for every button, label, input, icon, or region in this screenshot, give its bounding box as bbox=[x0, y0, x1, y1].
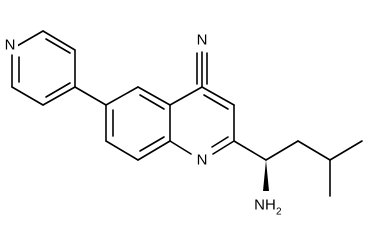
bond bbox=[169, 86, 203, 106]
bond bbox=[45, 82, 71, 98]
bond bbox=[139, 94, 165, 110]
side-chain bbox=[233, 140, 363, 197]
molecule-structure-diagram: N N N NH 2 bbox=[4, 30, 363, 218]
atom-labels: N N N NH 2 bbox=[4, 30, 282, 218]
nitrile-nitrogen-label: N bbox=[197, 32, 208, 49]
bond bbox=[137, 86, 171, 106]
bond bbox=[211, 136, 229, 148]
label-bg bbox=[195, 30, 209, 50]
bond bbox=[137, 140, 171, 161]
label-bg bbox=[4, 36, 18, 54]
bond bbox=[329, 140, 363, 161]
wedge-bond bbox=[263, 160, 269, 191]
bond bbox=[16, 30, 44, 47]
nitrile-group bbox=[196, 51, 208, 88]
bond bbox=[45, 38, 71, 54]
amine-label: NH bbox=[254, 197, 276, 214]
benzo-ring bbox=[105, 86, 171, 161]
bond bbox=[212, 140, 235, 155]
bond bbox=[139, 136, 165, 152]
biaryl-bond bbox=[74, 86, 107, 106]
bond bbox=[265, 140, 299, 161]
bond bbox=[42, 86, 76, 106]
bond bbox=[11, 86, 44, 106]
quinoline-nitrogen-label: N bbox=[197, 152, 208, 169]
molecule-svg: N N N NH 2 bbox=[4, 30, 363, 218]
amine-subscript: 2 bbox=[276, 207, 282, 218]
bond bbox=[169, 140, 192, 155]
bond bbox=[105, 86, 139, 106]
pyridine-nitrogen-label: N bbox=[5, 37, 16, 54]
bond bbox=[42, 30, 76, 51]
bond bbox=[203, 94, 229, 110]
label-bg bbox=[194, 150, 209, 170]
quinoline-pyridine-ring bbox=[169, 86, 235, 155]
bond bbox=[297, 140, 331, 161]
bond bbox=[201, 86, 235, 106]
bond bbox=[233, 140, 267, 161]
bond bbox=[105, 140, 139, 161]
pyridine-ring bbox=[11, 30, 76, 106]
